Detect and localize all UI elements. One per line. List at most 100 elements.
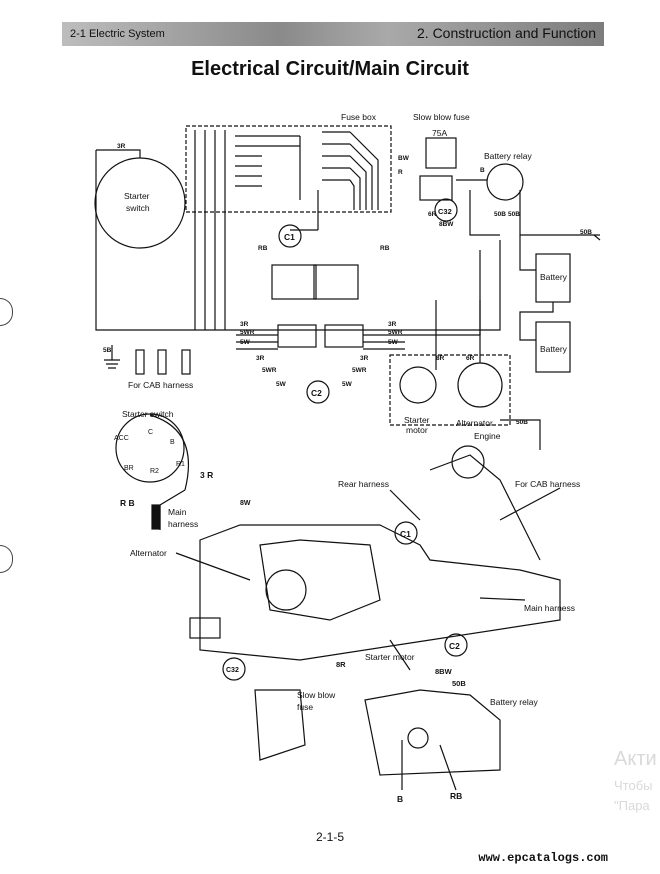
watermark-line-3: "Пара bbox=[614, 798, 650, 813]
alternator-drawing bbox=[265, 569, 307, 611]
wire-bw: BW bbox=[398, 155, 410, 162]
wire-5w-c2l: 5W bbox=[276, 381, 287, 388]
wire-3r-c2l: 3R bbox=[256, 355, 265, 362]
terminal-r2: R2 bbox=[150, 468, 159, 475]
slow-blow-label-2: fuse bbox=[297, 702, 313, 712]
c2-label: C2 bbox=[311, 388, 322, 398]
lower-wire-b: B bbox=[397, 794, 403, 804]
engine-outline bbox=[389, 354, 511, 426]
slow-blow-label-1: Slow blow bbox=[297, 690, 336, 700]
wire-50b-b: 50B bbox=[508, 211, 520, 218]
connector-c2-callout bbox=[306, 380, 330, 404]
lower-c2-callout bbox=[444, 633, 468, 657]
alternator-symbol bbox=[457, 362, 503, 408]
battery-1-label: Battery bbox=[540, 272, 568, 282]
page-title: Electrical Circuit/Main Circuit bbox=[191, 58, 469, 80]
lower-main-harness-right: Main harness bbox=[524, 603, 575, 613]
battery-relay-detail bbox=[364, 689, 501, 776]
c32-detail bbox=[254, 689, 306, 761]
cab-harness-label: For CAB harness bbox=[128, 380, 193, 390]
watermark-line-2: Чтобы bbox=[614, 778, 653, 793]
fuse-box bbox=[185, 125, 392, 213]
wire-50b-a: 50B bbox=[494, 211, 506, 218]
lower-wire-50b: 50B bbox=[452, 679, 466, 688]
wire-5wr-c2r: 5WR bbox=[352, 367, 367, 374]
connector-c2-left bbox=[277, 324, 317, 348]
lower-starter-switch bbox=[115, 413, 185, 483]
wire-3r-right: 3R bbox=[388, 321, 397, 328]
rear-harness-label: Rear harness bbox=[338, 479, 389, 489]
wire-50b-c: 50B bbox=[580, 229, 592, 236]
battery-2-label: Battery bbox=[540, 344, 568, 354]
wire-5w-right: 5W bbox=[388, 339, 399, 346]
lower-c2-label: C2 bbox=[449, 641, 460, 651]
terminal-r1: R1 bbox=[176, 461, 185, 468]
slow-blow-fuse-label: Slow blow fuse bbox=[413, 112, 470, 122]
terminal-acc: ACC bbox=[114, 435, 129, 442]
starter-motor-label-2: motor bbox=[406, 425, 428, 435]
fuse-box-label: Fuse box bbox=[341, 112, 377, 122]
lower-c32-label: C32 bbox=[226, 667, 239, 674]
page-number: 2-1-5 bbox=[315, 830, 344, 844]
starter-switch-label-2: switch bbox=[126, 203, 150, 213]
wire-5w-c2r: 5W bbox=[342, 381, 353, 388]
terminal-b: B bbox=[170, 439, 175, 446]
lower-alternator-label: Alternator bbox=[130, 548, 167, 558]
c1-label: C1 bbox=[284, 232, 295, 242]
wire-6r: 6R bbox=[428, 211, 437, 218]
lower-wire-rb: R B bbox=[120, 498, 135, 508]
lower-starter-motor-label: Starter motor bbox=[365, 652, 415, 662]
wire-50b-d: 50B bbox=[516, 419, 528, 426]
chapter-label: 2. Construction and Function bbox=[417, 25, 596, 41]
website-footer: www.epcatalogs.com bbox=[478, 851, 608, 865]
lower-c1-callout bbox=[394, 521, 418, 545]
battery-relay-symbol bbox=[486, 163, 524, 201]
fuse-holder bbox=[419, 175, 453, 201]
wire-3r-left: 3R bbox=[240, 321, 249, 328]
lower-cab-harness-label: For CAB harness bbox=[515, 479, 580, 489]
machine-outline bbox=[199, 524, 561, 661]
connector-c32-callout bbox=[434, 198, 458, 222]
connector-c1-right bbox=[313, 264, 359, 300]
wire-8bw: 8BW bbox=[439, 221, 454, 228]
wire-3r-c2r: 3R bbox=[360, 355, 369, 362]
terminal-br: BR bbox=[124, 465, 134, 472]
lower-c1-label: C1 bbox=[400, 529, 411, 539]
fuse-rating-label: 75A bbox=[432, 128, 447, 138]
engine-label: Engine bbox=[474, 431, 501, 441]
wire-rb-right: RB bbox=[380, 245, 390, 252]
wire-8r: 8R bbox=[436, 355, 445, 362]
wire-5b: 5B bbox=[103, 347, 112, 354]
wire-3r: 3R bbox=[117, 143, 126, 150]
lower-c32-callout bbox=[222, 657, 246, 681]
wire-6r-b: 6R bbox=[466, 355, 475, 362]
wire-r: R bbox=[398, 169, 403, 176]
connector-c1-callout bbox=[278, 224, 302, 248]
lower-main-harness-1: Main bbox=[168, 507, 187, 517]
lower-battery-relay-label: Battery relay bbox=[490, 697, 538, 707]
alternator-label: Alternator bbox=[456, 418, 493, 428]
lower-wire-8r: 8R bbox=[336, 660, 346, 669]
wire-rb: RB bbox=[258, 245, 268, 252]
engine-block bbox=[259, 539, 381, 621]
wire-5wr-right: 5WR bbox=[388, 329, 403, 336]
slow-blow-fuse-symbol bbox=[425, 137, 457, 169]
section-header: 2-1 Electric System 2. Construction and … bbox=[62, 22, 604, 46]
wire-b: B bbox=[480, 167, 485, 174]
section-label: 2-1 Electric System bbox=[70, 28, 165, 40]
lower-wire-rb2: RB bbox=[450, 791, 462, 801]
wire-5wr-left: 5WR bbox=[240, 329, 255, 336]
battery-relay-label: Battery relay bbox=[484, 151, 532, 161]
starter-motor-label-1: Starter bbox=[404, 415, 430, 425]
connector-c1-left bbox=[271, 264, 317, 300]
fuse-array bbox=[235, 131, 379, 210]
battery-2-symbol bbox=[535, 321, 571, 373]
lower-wire-8w: 8W bbox=[240, 500, 251, 507]
lower-wire-8bw: 8BW bbox=[435, 667, 453, 676]
wire-5w-left: 5W bbox=[240, 339, 251, 346]
starter-switch-label-1: Starter bbox=[124, 191, 150, 201]
terminal-c: C bbox=[148, 429, 153, 436]
lower-starter-switch-label: Starter switch bbox=[122, 409, 174, 419]
starter-motor-symbol bbox=[399, 366, 437, 404]
